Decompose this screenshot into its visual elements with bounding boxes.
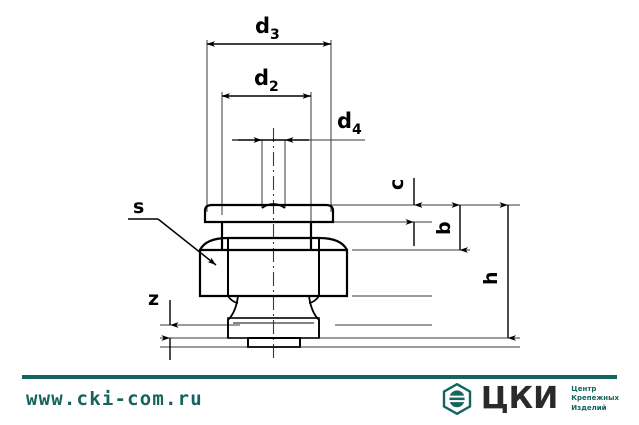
extension-lines (160, 40, 520, 339)
dimension-label-d2: d2 (254, 66, 279, 95)
brand-logo[interactable]: ЦКИ Центр Крепежных Изделий (442, 383, 619, 415)
dimension-label-b: b (433, 221, 455, 235)
leader-line-s (128, 218, 217, 266)
tagline-line-1: Центр (571, 385, 597, 394)
dimension-label-d4: d4 (337, 109, 362, 138)
technical-drawing-canvas: d3 d2 d4 (128, 14, 520, 360)
website-url[interactable]: www.cki-com.ru (26, 388, 203, 410)
dimension-label-h: h (480, 271, 502, 285)
tagline-line-3: Изделий (571, 403, 607, 412)
tagline-line-2: Крепежных (571, 394, 619, 403)
dimension-label-z: z (148, 288, 159, 310)
fastener-drawing-svg: d3 d2 d4 (128, 14, 520, 360)
brand-name-text: ЦКИ (480, 381, 559, 416)
page-footer: www.cki-com.ru ЦКИ Центр Крепежных Издел… (0, 370, 639, 425)
dimension-label-s: s (133, 196, 144, 218)
hexagon-logo-icon (442, 383, 472, 415)
dimension-label-d3: d3 (255, 14, 280, 43)
dimension-label-c: c (386, 179, 408, 190)
brand-tagline: Центр Крепежных Изделий (567, 385, 619, 413)
footer-divider (22, 375, 617, 379)
fastener-part-outline (198, 203, 349, 304)
